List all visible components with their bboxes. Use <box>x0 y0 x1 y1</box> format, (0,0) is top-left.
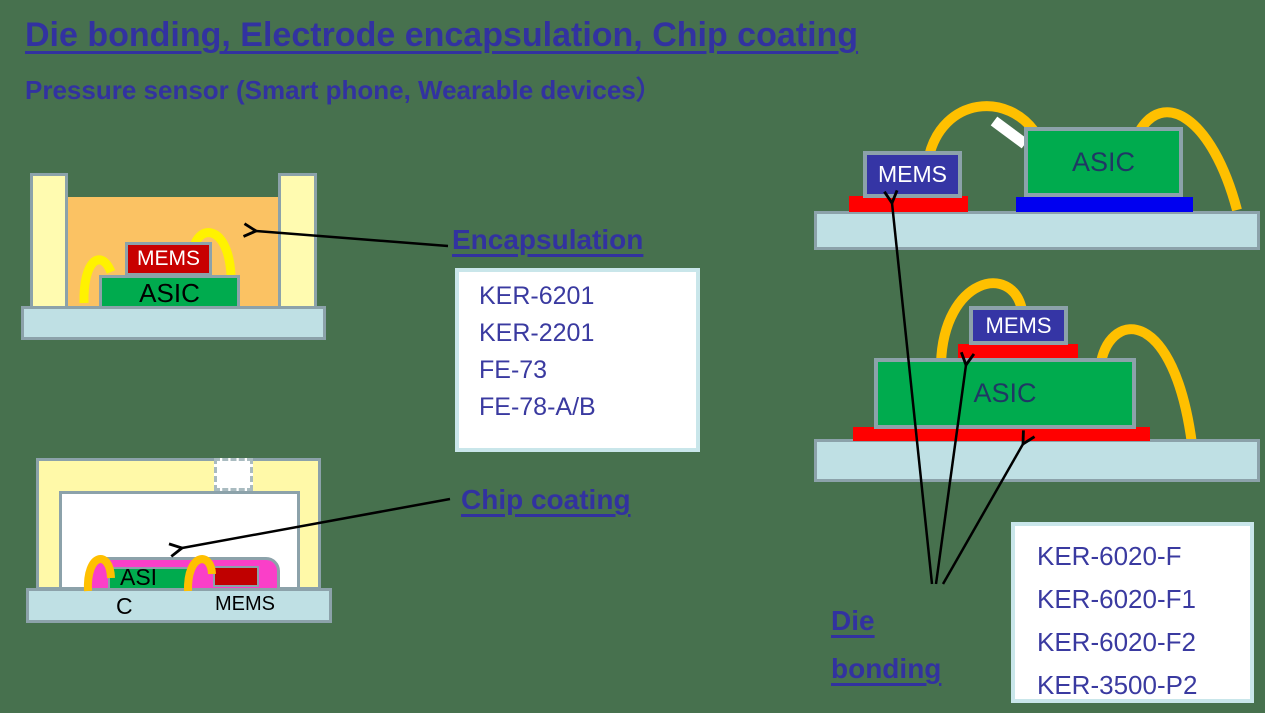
die-attach-red-bottom <box>853 427 1150 441</box>
substrate <box>814 211 1260 250</box>
asic-die: ASIC <box>874 358 1136 429</box>
substrate <box>26 588 332 623</box>
mems-die: MEMS <box>969 306 1068 345</box>
product-item: FE-78-A/B <box>479 393 596 421</box>
asic-die-label-wrap: C <box>116 593 133 619</box>
die-bonding-label: Die bonding <box>831 605 942 684</box>
mems-die-label: MEMS <box>215 593 275 615</box>
product-item: FE-73 <box>479 356 548 384</box>
page-subtitle: Pressure sensor (Smart phone, Wearable d… <box>25 75 662 105</box>
vent-opening <box>214 458 253 491</box>
product-item: KER-3500-P2 <box>1037 670 1198 700</box>
die-bonding-products-box: KER-6020-F KER-6020-F1 KER-6020-F2 KER-3… <box>1011 522 1254 703</box>
package-pillar-left <box>30 173 68 309</box>
asic-die-label: ASIC <box>139 277 200 308</box>
die-attach-red <box>849 196 968 212</box>
die-attach-red-top <box>958 344 1078 359</box>
substrate <box>21 306 326 340</box>
asic-die-label: ASI <box>120 564 158 590</box>
chip-coating-label: Chip coating <box>461 484 631 515</box>
mems-die: MEMS <box>863 151 962 198</box>
asic-die-label: ASIC <box>1071 146 1136 177</box>
product-item: KER-2201 <box>479 319 595 347</box>
mems-die-label: MEMS <box>878 161 947 187</box>
mems-die <box>213 566 259 587</box>
product-item: KER-6020-F1 <box>1037 584 1196 614</box>
die-attach-blue <box>1016 197 1193 212</box>
encapsulation-products-box: KER-6201 KER-2201 FE-73 FE-78-A/B <box>455 268 700 452</box>
asic-die: ASIC <box>1024 127 1183 197</box>
product-item: KER-6201 <box>479 282 595 310</box>
mems-die-label: MEMS <box>985 312 1052 338</box>
wire-bond <box>924 101 1042 158</box>
mems-die-label: MEMS <box>137 247 200 270</box>
product-item: KER-6020-F2 <box>1037 627 1196 657</box>
asic-die-label: ASIC <box>973 378 1037 408</box>
page-title: Die bonding, Electrode encapsulation, Ch… <box>25 16 859 54</box>
bonding-tool-icon <box>990 116 1029 149</box>
encapsulation-label: Encapsulation <box>452 224 644 255</box>
substrate <box>814 439 1260 482</box>
package-pillar-right <box>278 173 317 309</box>
mems-die: MEMS <box>125 242 212 276</box>
product-item: KER-6020-F <box>1037 541 1182 571</box>
